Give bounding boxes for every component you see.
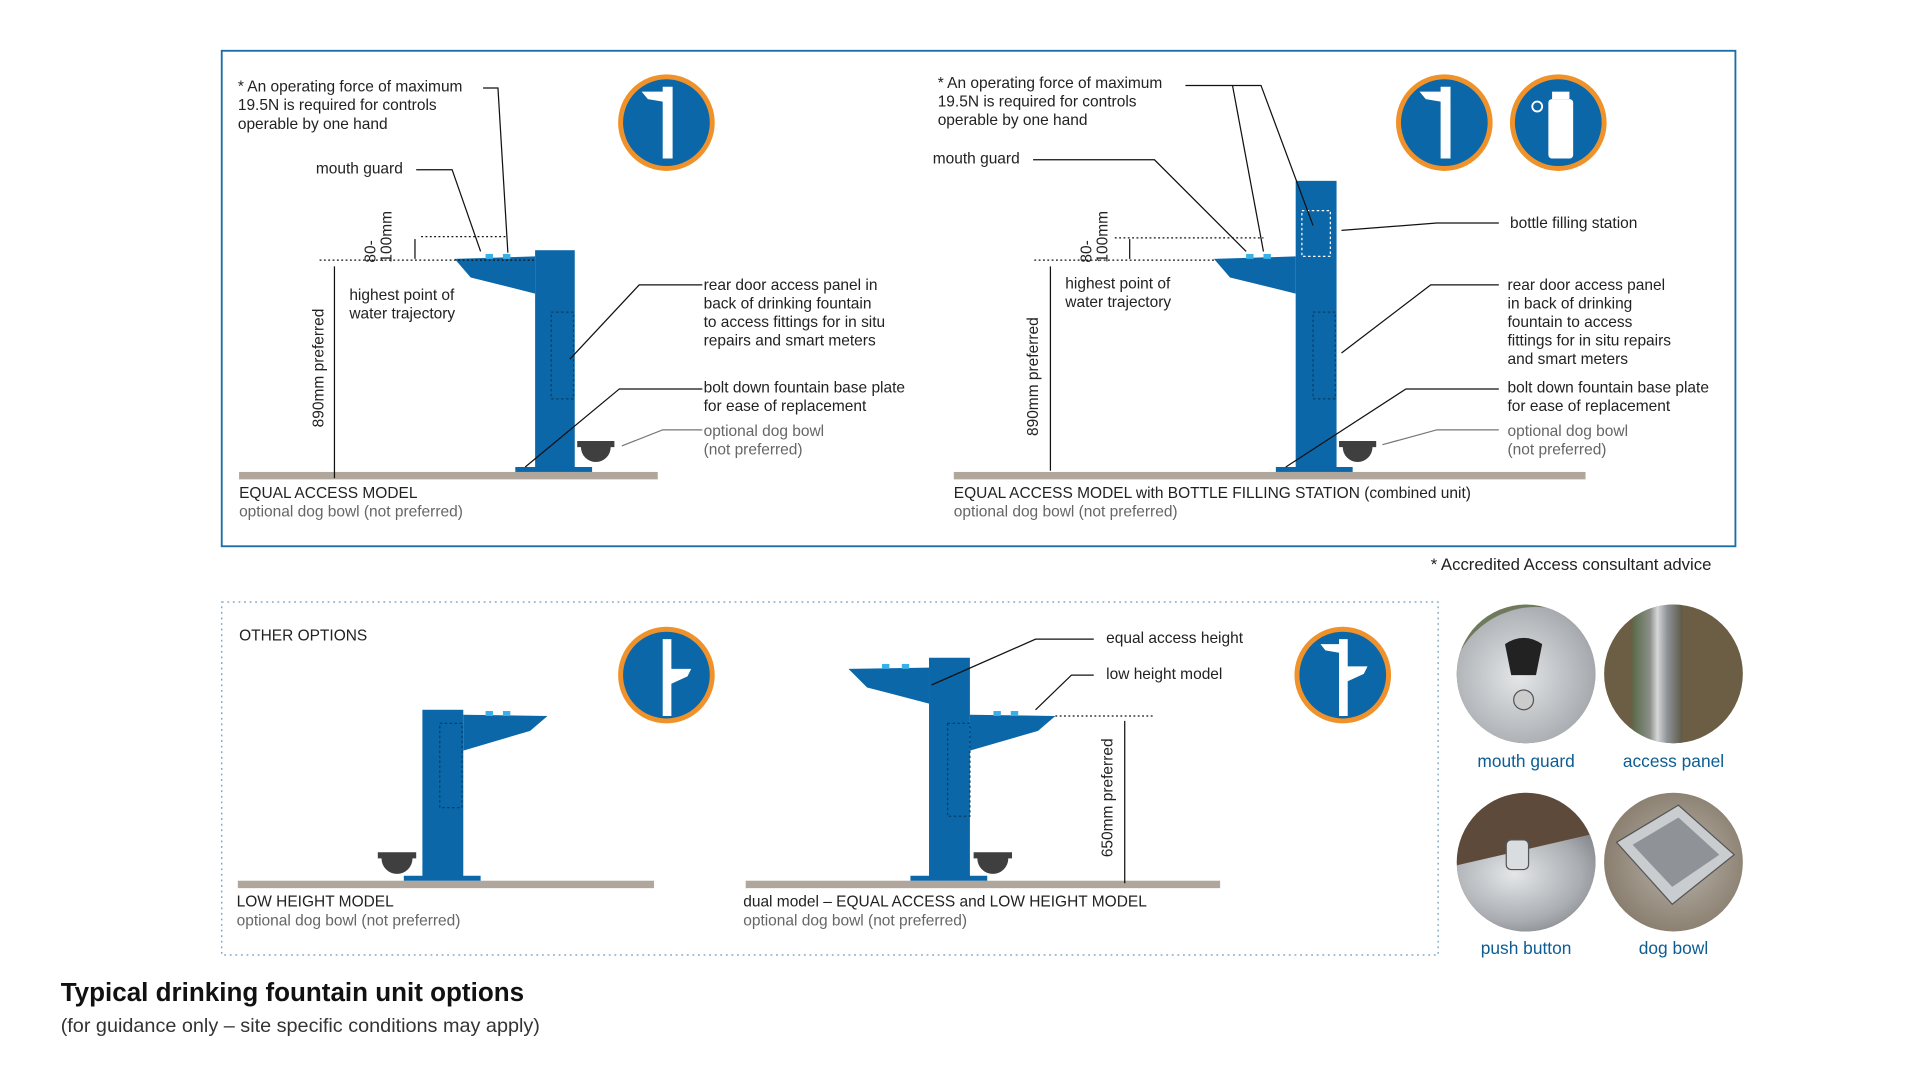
text-line: operable by one hand — [937, 111, 1088, 129]
text-line: optional dog bowl — [1507, 422, 1629, 440]
dog-bowl-label: optional dog bowl(not preferred) — [1507, 422, 1628, 459]
text-line: 100mm — [377, 210, 396, 263]
height-650-label: 650mm preferred — [1098, 738, 1117, 858]
text-line: for ease of replacement — [703, 397, 867, 415]
model-title: EQUAL ACCESS MODEL with BOTTLE FILLING S… — [953, 484, 1471, 502]
text-line: fountain to access — [1507, 313, 1633, 331]
text-line: highest point of — [1065, 274, 1171, 293]
dual-model-subtitle: optional dog bowl (not preferred) — [743, 911, 968, 930]
text-line: repairs and smart meters — [703, 331, 876, 350]
height-890-label: 890mm preferred — [1024, 317, 1042, 437]
text-line: bolt down fountain base plate — [703, 379, 906, 397]
mouth-guard-label: mouth guard — [315, 159, 403, 178]
equal-access-height-label: equal access height — [1106, 629, 1244, 647]
text-line: 19.5N is required for controls — [937, 92, 1137, 111]
text-line: optional dog bowl — [703, 422, 825, 440]
panel1-leaders — [319, 87, 703, 479]
height-890-label: 890mm preferred — [309, 308, 328, 428]
dimension-label: 80-100mm — [361, 210, 396, 263]
text-line: 80- — [1077, 240, 1096, 263]
consultant-note: * Accredited Access consultant advice — [1430, 554, 1712, 574]
photo-caption: access panel — [1622, 750, 1725, 771]
dual-model-title: dual model – EQUAL ACCESS and LOW HEIGHT… — [743, 893, 1147, 911]
text-line: (not preferred) — [703, 440, 803, 459]
bottle-station-label: bottle filling station — [1509, 214, 1638, 232]
dual-fountain-icon — [1294, 626, 1392, 724]
text-line: 80- — [361, 240, 380, 263]
photo-caption: push button — [1480, 937, 1572, 958]
text-line: bolt down fountain base plate — [1507, 379, 1709, 397]
text-line: 100mm — [1093, 210, 1112, 263]
text-line: * An operating force of maximum — [237, 78, 463, 96]
panel2-leaders — [1033, 84, 1499, 471]
text-line: water trajectory — [1065, 293, 1172, 311]
low-model-title: LOW HEIGHT MODEL — [236, 893, 394, 911]
bottle-icon — [1509, 74, 1607, 171]
other-options-heading: OTHER OPTIONS — [239, 626, 368, 645]
text-line: rear door access panel — [1507, 276, 1666, 294]
mouth-guard-label: mouth guard — [932, 149, 1020, 168]
other-leaders — [931, 638, 1155, 884]
other-options-border — [221, 601, 1439, 956]
push-button-photo — [1456, 792, 1596, 932]
text-line: highest point of — [349, 286, 455, 304]
dual-fountain — [745, 657, 1221, 889]
page-subtitle: (for guidance only – site specific condi… — [60, 1015, 540, 1037]
model-subtitle: optional dog bowl (not preferred) — [239, 502, 463, 521]
model-subtitle: optional dog bowl (not preferred) — [953, 502, 1178, 521]
accessible-fountain-icon — [618, 74, 715, 171]
side-fountain-icon — [618, 626, 715, 724]
page-title: Typical drinking fountain unit options — [60, 978, 525, 1008]
text-line: back of drinking fountain — [703, 294, 872, 313]
text-line: * An operating force of maximum — [937, 74, 1163, 92]
dog-bowl-label: optional dog bowl(not preferred) — [704, 422, 825, 459]
photo-caption: mouth guard — [1477, 750, 1575, 771]
text-line: fittings for in situ repairs — [1507, 331, 1672, 350]
low-model-subtitle: optional dog bowl (not preferred) — [236, 911, 461, 930]
text-line: (not preferred) — [1507, 440, 1607, 459]
text-line: to access fittings for in situ — [703, 313, 886, 331]
text-line: in back of drinking — [1507, 294, 1633, 313]
access-panel-photo — [1604, 604, 1743, 744]
equal-access-fountain — [239, 250, 658, 480]
text-line: for ease of replacement — [1507, 397, 1671, 415]
bottle-station-fountain — [953, 180, 1586, 480]
low-height-model-label: low height model — [1106, 665, 1223, 683]
low-height-fountain — [237, 709, 655, 889]
accessible-fountain-icon — [1396, 74, 1493, 171]
model-title: EQUAL ACCESS MODEL — [239, 484, 418, 502]
text-line: and smart meters — [1507, 350, 1628, 368]
text-line: rear door access panel in — [703, 276, 878, 294]
dimension-label: 80-100mm — [1077, 210, 1112, 263]
text-line: 19.5N is required for controls — [237, 96, 437, 114]
text-line: water trajectory — [349, 304, 456, 323]
top-panel-border — [220, 49, 1737, 548]
text-line: operable by one hand — [237, 115, 388, 133]
dog-bowl-photo — [1604, 792, 1743, 932]
photo-caption: dog bowl — [1638, 937, 1709, 958]
